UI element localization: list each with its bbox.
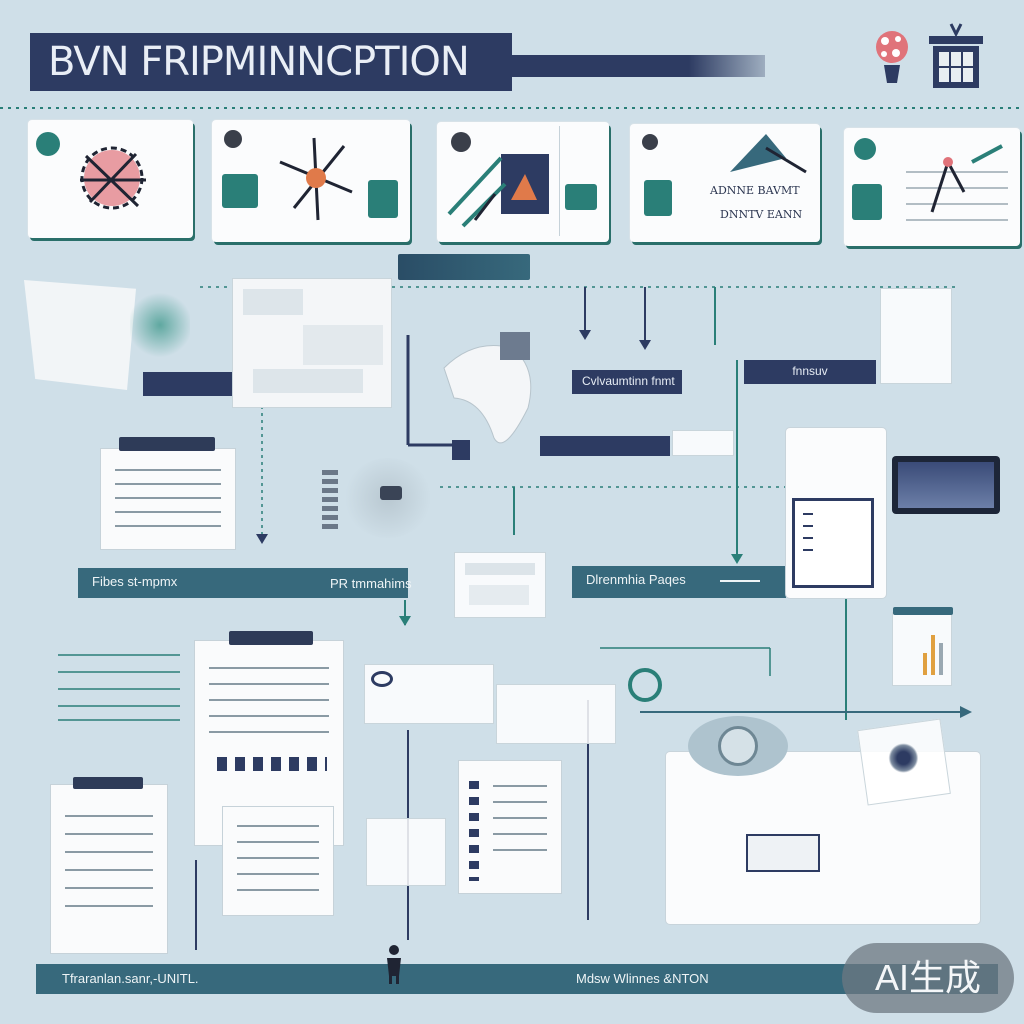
arrow-head — [256, 534, 268, 544]
process-card-3 — [437, 122, 609, 242]
ring-inner — [718, 726, 758, 766]
building-icon — [925, 22, 987, 92]
screen-preview — [746, 834, 820, 872]
monitor-screen — [898, 462, 994, 508]
panel-header — [893, 607, 953, 615]
checkbox-column — [469, 781, 479, 881]
chart-illustration-icon — [902, 142, 1012, 232]
label-fibes: Fibes st-mpmx — [78, 568, 408, 598]
splatter-decoration — [130, 290, 190, 360]
splash-illustration-icon — [66, 136, 156, 216]
document-sheet — [222, 806, 334, 916]
tablet-screen — [792, 498, 874, 588]
book-illustration-icon — [445, 144, 553, 232]
machine-illustration — [232, 278, 392, 408]
card-divider — [559, 126, 560, 236]
device-illustration — [672, 430, 734, 456]
label-fibes-text: Fibes st-mpmx — [92, 574, 178, 589]
printer-part — [465, 563, 535, 575]
card-text: ADNNE BAVMT — [710, 184, 800, 197]
map-illustration — [24, 280, 136, 390]
gear-icon — [371, 671, 393, 687]
footer-left-text: Tfraranlan.sanr,-UNITL. — [62, 971, 199, 986]
camera-icon — [380, 486, 402, 500]
circle-diagram — [344, 458, 432, 538]
label-dlrenmhia-text: Dlrenmhia Paqes — [586, 572, 686, 587]
arrow-head — [639, 340, 651, 350]
machine-illustration — [364, 664, 494, 724]
tag-icon — [565, 184, 597, 210]
folder-icon — [852, 184, 882, 220]
printer-illustration — [454, 552, 546, 618]
machine-part — [253, 369, 363, 393]
pen-illustration-icon — [726, 128, 812, 178]
process-card-2 — [212, 120, 410, 242]
card-text: DNNTV EANN — [720, 208, 803, 221]
document-sheet — [50, 777, 168, 954]
page-title: BVN FRIPMINNCPTION — [30, 33, 512, 91]
printer-part — [469, 585, 529, 605]
machine-illustration — [496, 684, 616, 744]
arrow-head — [731, 554, 743, 564]
process-card-1 — [28, 120, 193, 238]
dot-column — [322, 470, 338, 532]
label-fnnsuv: fnnsuv — [744, 360, 876, 384]
clipboard-clip — [119, 437, 215, 451]
label-pr: PR tmmahims — [330, 576, 412, 591]
badge-icon — [451, 132, 471, 152]
badge-icon — [224, 130, 242, 148]
toolbar-strip — [398, 254, 530, 280]
folder-icon — [222, 174, 258, 208]
machine-part — [303, 325, 383, 365]
ring-illustration — [688, 716, 788, 776]
machine-part — [243, 289, 303, 315]
phone-icon — [368, 180, 398, 218]
pattern-icon — [886, 741, 921, 775]
cycle-icon — [628, 668, 662, 702]
note-panel — [880, 288, 952, 384]
arrow-head — [579, 330, 591, 340]
header-accent-bar — [510, 55, 765, 77]
person-icon — [384, 944, 404, 984]
folder-icon — [644, 180, 672, 216]
globe-illustration — [434, 328, 544, 458]
process-card-5 — [844, 128, 1020, 246]
bar-chart-panel — [892, 607, 953, 686]
process-bar — [540, 436, 670, 456]
badge-icon — [36, 132, 60, 156]
arrow-head — [399, 616, 411, 626]
document-sheet — [100, 437, 236, 550]
label-underline — [720, 580, 760, 582]
dot-row — [217, 757, 327, 771]
note-paper — [857, 718, 951, 806]
watermark-badge: AI生成 — [842, 943, 1014, 1013]
badge-icon — [854, 138, 876, 160]
machine-illustration — [366, 818, 446, 886]
process-card-4: ADNNE BAVMT DNNTV EANN — [630, 124, 820, 242]
clipboard-clip — [73, 777, 143, 789]
tablet-panel — [786, 428, 886, 598]
checklist-sheet — [458, 760, 562, 894]
label-dlrenmhia: Dlrenmhia Paqes — [572, 566, 786, 598]
tools-illustration-icon — [274, 132, 358, 222]
footer-right-text: Mdsw Wlinnes &NTON — [576, 971, 709, 986]
footer-bar: Tfraranlan.sanr,-UNITL. Mdsw Wlinnes &NT… — [36, 964, 998, 994]
badge-icon — [642, 134, 658, 150]
arrow-head — [960, 706, 972, 718]
monitor-icon — [892, 456, 1000, 514]
flower-pot-icon — [872, 25, 912, 85]
clipboard-clip — [229, 631, 313, 645]
process-bar — [452, 440, 470, 460]
label-cvlvaumtinn: Cvlvaumtinn fnmt — [572, 370, 682, 394]
